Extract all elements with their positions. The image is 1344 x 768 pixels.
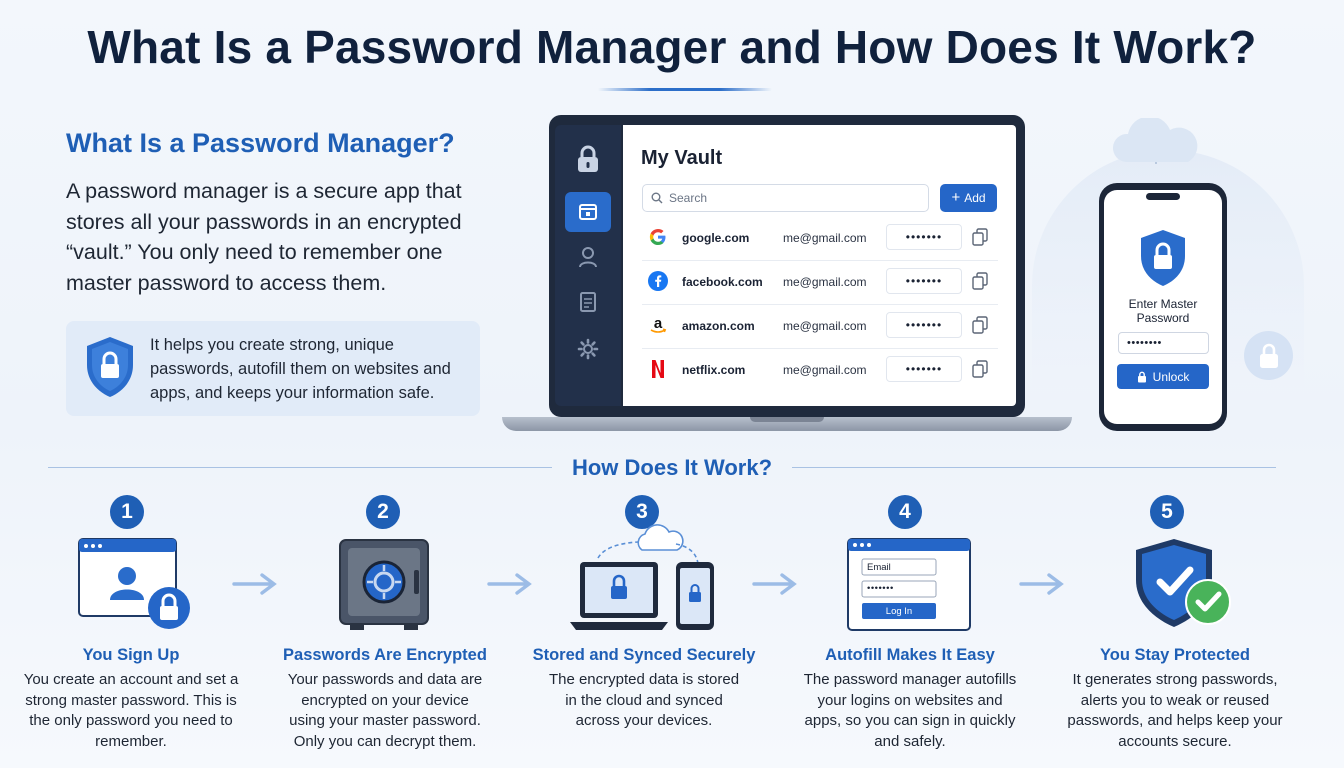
page-title: What Is a Password Manager and How Does …	[87, 21, 1257, 73]
step-description: The password manager autofills your logi…	[803, 671, 1017, 750]
step-title: You Stay Protected	[1099, 646, 1251, 664]
netflix-logo-icon	[648, 359, 668, 379]
vault-row[interactable]: netflix.com me@gmail.com •••••••	[642, 349, 998, 393]
step-title: Stored and Synced Securely	[532, 646, 756, 664]
phone-notch	[1146, 193, 1180, 200]
cloud-icon	[1112, 118, 1198, 164]
row-user: me@gmail.com	[783, 231, 867, 245]
vault-row[interactable]: facebook.com me@gmail.com •••••••	[642, 261, 998, 305]
vault-sidebar	[555, 125, 621, 406]
arrow-right-icon	[1019, 573, 1064, 595]
callout-box: It helps you create strong, unique passw…	[66, 321, 480, 416]
email-label: Email	[867, 562, 891, 573]
row-site: amazon.com	[682, 319, 755, 333]
copy-icon[interactable]	[972, 360, 988, 378]
step-description: The encrypted data is stored in the clou…	[548, 671, 740, 729]
step-description: It generates strong passwords, alerts yo…	[1067, 671, 1283, 750]
row-site: facebook.com	[682, 275, 763, 289]
unlock-button[interactable]: Unlock	[1117, 364, 1209, 389]
copy-icon[interactable]	[972, 228, 988, 246]
master-password-label: Enter Master Password	[1128, 297, 1198, 325]
step-description: You create an account and set a strong m…	[23, 671, 239, 750]
shield-lock-icon	[87, 337, 133, 397]
sidebar-item-notes[interactable]	[565, 282, 611, 322]
copy-icon[interactable]	[972, 272, 988, 290]
user-icon	[579, 247, 597, 268]
step-number: 4	[888, 495, 922, 529]
google-logo-icon	[648, 227, 668, 247]
laptop-notch	[750, 417, 824, 422]
row-password: •••••••	[886, 312, 962, 338]
row-site: netflix.com	[682, 363, 746, 377]
row-password: •••••••	[886, 224, 962, 250]
step-description: Your passwords and data are encrypted on…	[287, 671, 483, 750]
step-number: 3	[625, 495, 659, 529]
how-heading: How Does It Work?	[571, 455, 773, 480]
divider-line	[48, 467, 552, 468]
sidebar-item-settings[interactable]	[565, 329, 611, 369]
add-label: Add	[964, 191, 986, 205]
step-number: 2	[366, 495, 400, 529]
arrow-right-icon	[487, 573, 532, 595]
row-password: •••••••	[886, 268, 962, 294]
laptop-base	[502, 417, 1072, 431]
gear-icon	[577, 338, 599, 360]
lock-icon	[1137, 371, 1146, 382]
lock-icon	[565, 139, 611, 179]
callout-text: It helps you create strong, unique passw…	[150, 336, 451, 402]
search-icon	[651, 192, 663, 204]
vault-row[interactable]: google.com me@gmail.com •••••••	[642, 217, 998, 261]
unlock-label: Unlock	[1152, 369, 1190, 384]
search-input[interactable]: Search	[642, 184, 929, 212]
row-user: me@gmail.com	[783, 363, 867, 377]
floating-lock-badge	[1244, 331, 1293, 380]
arrow-right-icon	[752, 573, 797, 595]
row-site: google.com	[682, 231, 750, 245]
row-user: me@gmail.com	[783, 319, 867, 333]
amazon-logo-icon: a	[648, 315, 668, 335]
lock-icon	[1259, 343, 1278, 368]
divider-line	[792, 467, 1276, 468]
copy-icon[interactable]	[972, 316, 988, 334]
arrow-right-icon	[232, 573, 277, 595]
autofill-password: •••••••	[867, 583, 894, 594]
step-title: You Sign Up	[82, 646, 180, 664]
shield-check-icon	[1136, 539, 1231, 627]
svg-text:a: a	[654, 315, 663, 332]
sidebar-item-vault[interactable]	[565, 192, 611, 232]
document-icon	[580, 292, 596, 312]
login-label: Log In	[885, 606, 913, 617]
shield-lock-icon	[1141, 230, 1185, 286]
search-placeholder: Search	[669, 191, 708, 205]
step-title: Passwords Are Encrypted	[283, 646, 487, 664]
vault-panel: My Vault Search + Add google.com me@gmai…	[623, 125, 1016, 406]
safe-icon	[339, 539, 429, 630]
autofill-login-window: Email ••••••• Log In	[847, 538, 971, 632]
plus-icon: +	[951, 189, 961, 206]
facebook-logo-icon	[648, 271, 668, 291]
step-number: 1	[110, 495, 144, 529]
row-user: me@gmail.com	[783, 275, 867, 289]
browser-window-icon	[847, 538, 971, 631]
add-button[interactable]: + Add	[940, 184, 997, 212]
sign-up-window-icon	[78, 538, 190, 629]
vault-icon	[579, 204, 597, 220]
vault-row[interactable]: a amazon.com me@gmail.com •••••••	[642, 305, 998, 349]
cloud-sync-devices-icon	[570, 524, 714, 630]
step-title: Autofill Makes It Easy	[825, 646, 995, 664]
intro-body: A password manager is a secure app that …	[66, 179, 462, 295]
intro-heading: What Is a Password Manager?	[66, 128, 455, 158]
row-password: •••••••	[886, 356, 962, 382]
master-password-field[interactable]: ••••••••	[1118, 332, 1209, 354]
step-number: 5	[1150, 495, 1184, 529]
title-underline	[598, 88, 772, 91]
sidebar-item-profile[interactable]	[565, 237, 611, 277]
vault-title: My Vault	[641, 147, 723, 169]
